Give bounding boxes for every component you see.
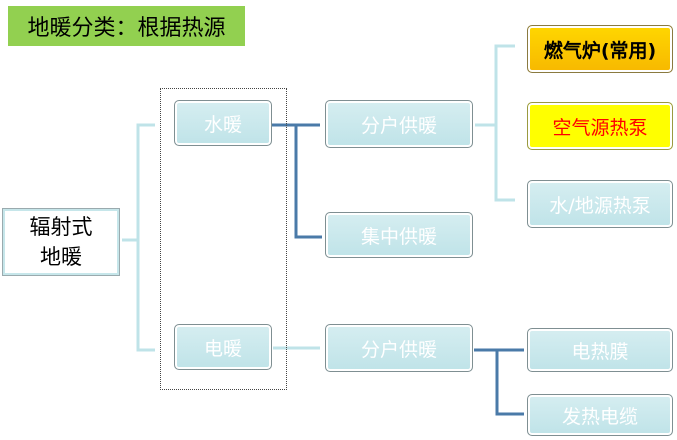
node-air-heat-pump: 空气源热泵 [527,102,673,150]
root-bracket [122,123,155,352]
node-electric-heating: 电暖 [174,324,272,370]
water-connector [272,123,322,239]
node-water-central: 集中供暖 [325,212,473,258]
level1-group-outline [160,88,287,390]
node-heating-film: 电热膜 [527,328,673,372]
root-label-line2: 地暖 [40,245,82,269]
diagram-title: 地暖分类：根据热源 [8,6,245,46]
node-water-ground-heat-pump: 水/地源热泵 [527,180,673,228]
root-label-line1: 辐射式 [29,215,93,239]
node-water-heating: 水暖 [174,100,272,146]
root-node: 辐射式 地暖 [2,208,120,276]
node-gas-boiler: 燃气炉(常用) [527,25,673,73]
node-water-household: 分户供暖 [325,100,473,148]
household-bracket [475,44,515,202]
node-heating-cable: 发热电缆 [527,394,673,436]
electric-household-connector [474,348,524,416]
node-electric-household: 分户供暖 [325,324,473,372]
